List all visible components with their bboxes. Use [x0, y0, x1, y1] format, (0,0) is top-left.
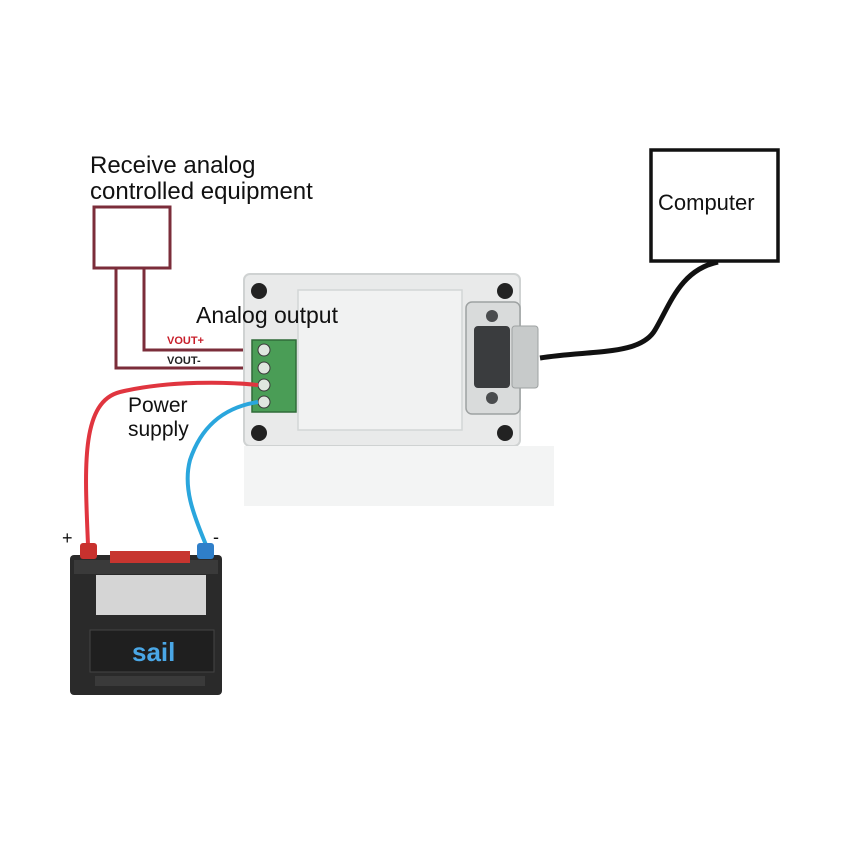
vout-minus-label: VOUT-	[167, 355, 201, 367]
equipment-title: Receive analog controlled equipment	[90, 153, 313, 205]
power-label-line1: Power	[128, 394, 188, 417]
positive-sign: +	[62, 528, 73, 548]
equipment-title-line1: Receive analog	[90, 152, 256, 179]
vout-minus-wire	[114, 268, 258, 370]
negative-sign: -	[213, 527, 219, 547]
computer-label: Computer	[658, 190, 755, 215]
red-power-wire	[84, 380, 259, 546]
power-supply-label: Power supply	[128, 394, 189, 442]
analog-output-label: Analog output	[196, 302, 338, 328]
negative-terminal	[197, 543, 214, 559]
vout-plus-wire	[142, 268, 258, 352]
controller-module	[243, 273, 554, 506]
blue-power-wire	[185, 400, 259, 546]
serial-cable	[539, 259, 719, 361]
terminal-block	[251, 339, 297, 413]
battery-brand: sail	[132, 637, 175, 667]
power-label-line2: supply	[128, 418, 189, 441]
equipment-box	[92, 205, 172, 270]
positive-terminal	[80, 543, 97, 559]
vout-plus-label: VOUT+	[167, 335, 204, 347]
equipment-title-line2: controlled equipment	[90, 178, 313, 205]
battery	[70, 543, 222, 695]
db9-connector	[465, 301, 539, 415]
